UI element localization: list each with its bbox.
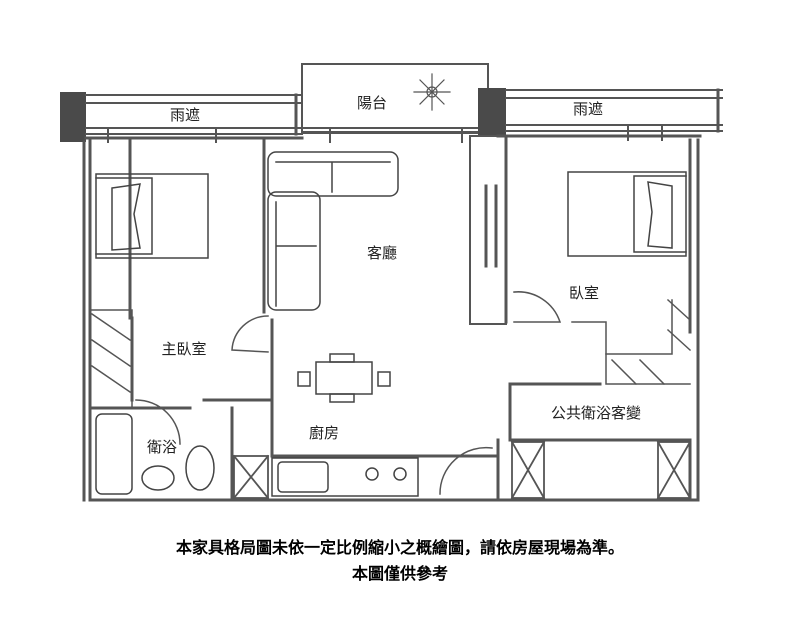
master-wardrobe [89, 309, 133, 409]
public-bath-label: 公共衛浴客變 [551, 404, 641, 422]
balcony [301, 63, 489, 143]
canopy-left [60, 92, 303, 143]
kitchen-label: 廚房 [309, 424, 339, 442]
dining-table [297, 353, 391, 403]
bedroom-bed [567, 171, 687, 257]
living-room-label: 客廳 [367, 244, 397, 262]
balcony-label: 陽台 [357, 94, 387, 112]
sofa [267, 151, 399, 311]
bathroom-label: 衛浴 [147, 438, 177, 456]
disclaimer-line-2: 本圖僅供參考 [351, 564, 448, 583]
sliding-door [469, 135, 507, 325]
inner-walls [88, 316, 500, 502]
bath-fixtures [95, 413, 215, 495]
master-bed [95, 173, 209, 259]
bedroom-closet [571, 298, 692, 386]
disclaimer-line-1: 本家具格局圖未依一定比例縮小之概繪圖，請依房屋現場為準。 [175, 538, 624, 557]
canopy-left-label: 雨遮 [170, 106, 200, 124]
storage-boxes [232, 440, 692, 500]
door-swings [135, 291, 562, 495]
canopy-right-label: 雨遮 [573, 100, 603, 118]
flower-icon [413, 73, 451, 111]
bedroom-label: 臥室 [569, 284, 599, 302]
master-bedroom-label: 主臥室 [161, 340, 206, 358]
kitchen-counter [271, 457, 419, 497]
